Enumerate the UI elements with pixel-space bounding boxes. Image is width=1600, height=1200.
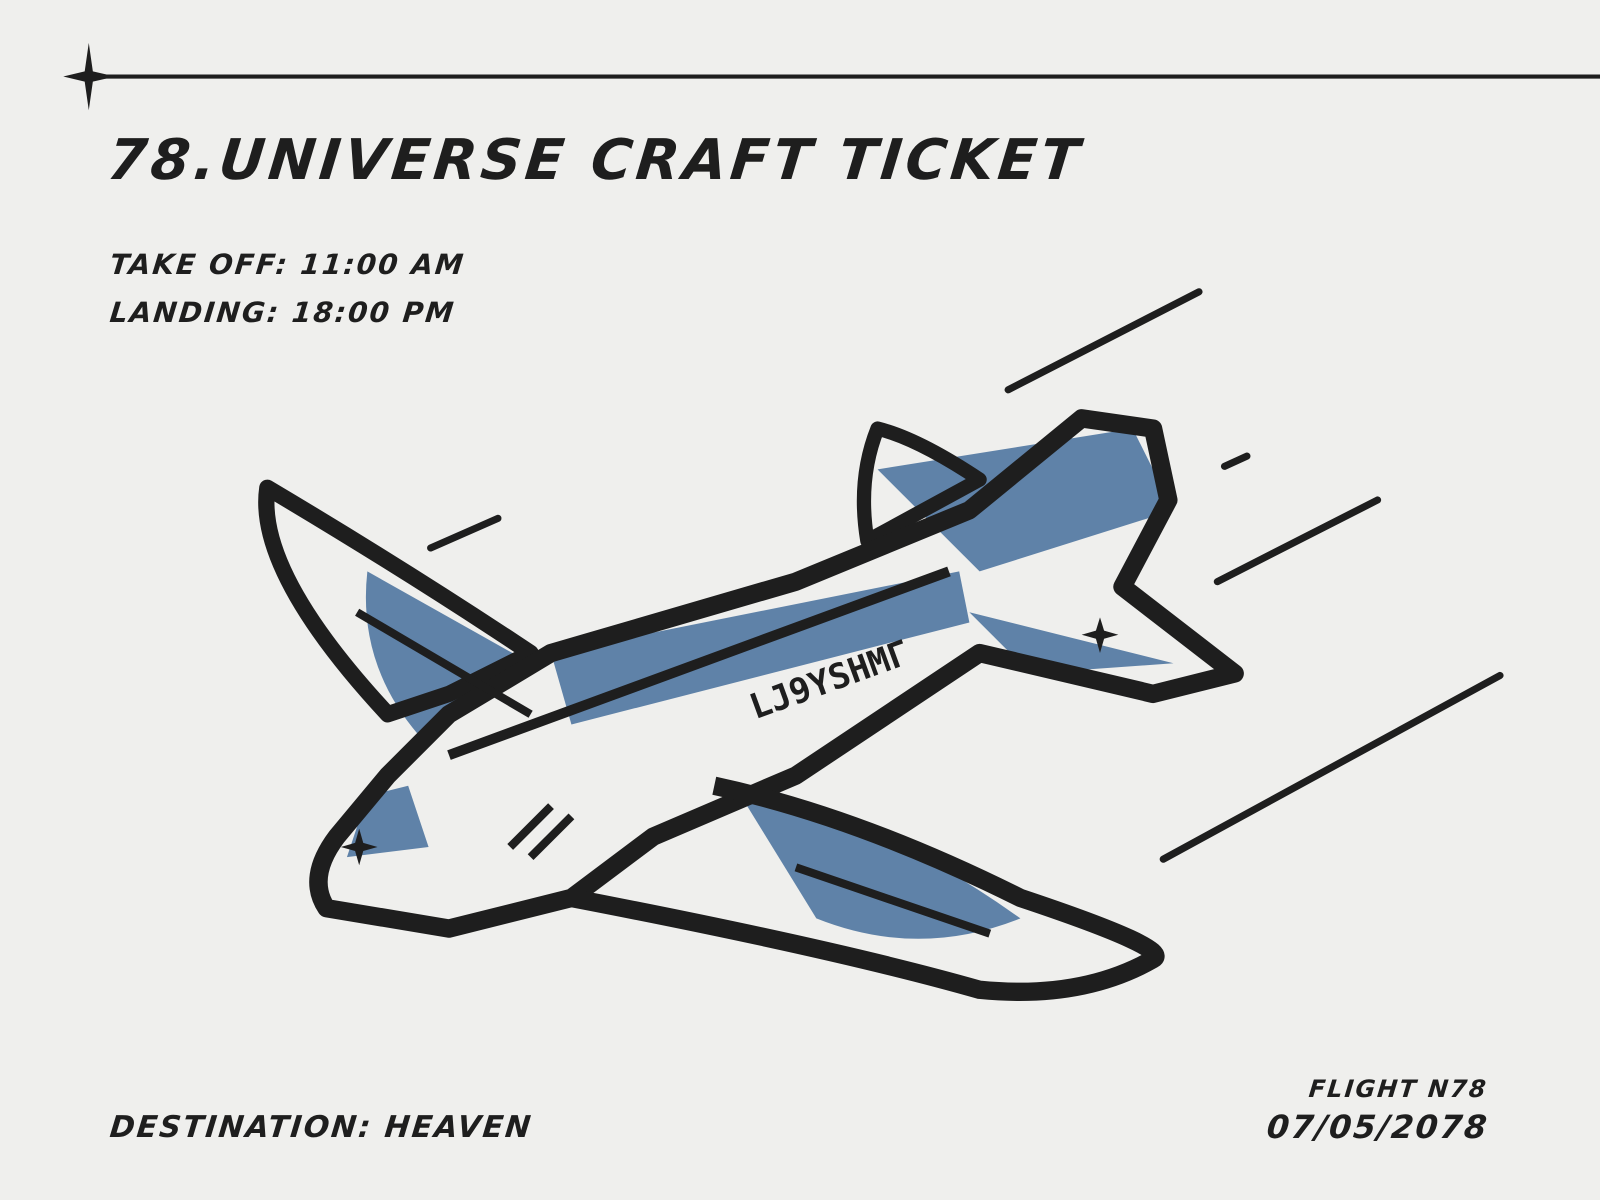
header-rule bbox=[63, 42, 1600, 111]
sparkle-icon bbox=[63, 42, 116, 111]
ticket-title: 78.UNIVERSE CRAFT TICKET bbox=[104, 128, 1087, 193]
speed-lines bbox=[427, 288, 1504, 863]
spacecraft-illustration: LJ9YSHMГ bbox=[258, 409, 1244, 1002]
flight-date: 07/05/2078 bbox=[1264, 1108, 1490, 1146]
flight-number: FLIGHT N78 bbox=[1307, 1075, 1490, 1103]
landing-time: LANDING: 18:00 PM bbox=[108, 296, 457, 329]
take-off-time: TAKE OFF: 11:00 AM bbox=[108, 248, 467, 281]
destination: DESTINATION: HEAVEN bbox=[108, 1110, 535, 1145]
